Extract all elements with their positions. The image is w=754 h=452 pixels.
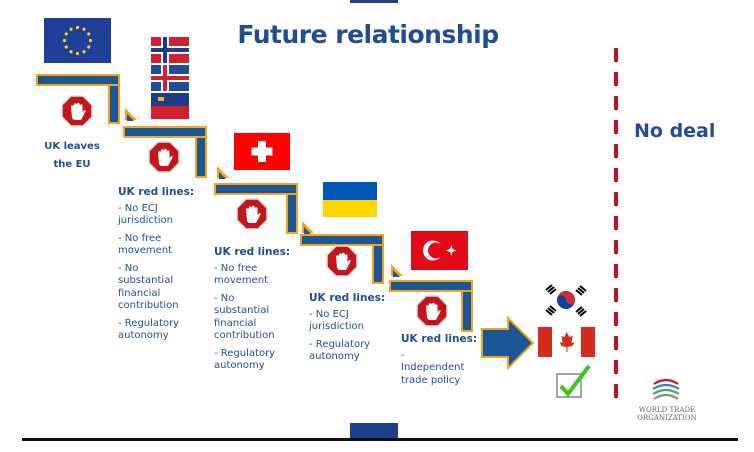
red-line-item: - No free movement (118, 232, 173, 257)
right-arrow-icon (481, 316, 535, 370)
step-1-heading: UK leaves (44, 141, 100, 152)
switzerland-flag-icon (234, 133, 290, 170)
turkey-flag-icon (411, 231, 468, 270)
canada-flag-icon (538, 327, 595, 357)
south-korea-flag-icon (545, 284, 587, 317)
step-5-red-lines: UK red lines: - Independent trade policy (401, 333, 481, 392)
step-arrow-icon (391, 264, 403, 277)
page-title: Future relationship (237, 20, 499, 49)
step-4-red-lines: UK red lines: - No ECJ jurisdiction - Re… (309, 292, 389, 369)
step-bar-1 (36, 74, 120, 86)
step-arrow-icon (217, 166, 229, 179)
footer-line (22, 438, 738, 441)
red-line-item: - No ECJ jurisdiction (118, 202, 173, 227)
step-bar-2 (123, 126, 207, 138)
step-bar-3-vertical (286, 195, 298, 234)
stop-hand-icon (416, 295, 448, 327)
step-bar-5-vertical (461, 292, 473, 332)
wto-line-1: World Trade (638, 406, 696, 414)
stop-hand-icon (326, 245, 358, 277)
step-bar-4-vertical (372, 246, 384, 284)
step-1-label: UK leaves the EU (40, 138, 104, 174)
red-line-item: - Regulatory autonomy (214, 347, 276, 372)
red-line-item: - Independent trade policy (401, 349, 465, 386)
red-line-item: - Regulatory autonomy (118, 317, 180, 342)
red-lines-heading: UK red lines: (309, 292, 386, 304)
stop-hand-icon (236, 198, 268, 230)
step-arrow-icon (302, 221, 314, 234)
red-line-item: - No free movement (214, 262, 269, 287)
stop-hand-icon (61, 95, 93, 127)
step-2-red-lines: UK red lines: - No ECJ jurisdiction - No… (118, 186, 213, 348)
step-bar-2-vertical (195, 138, 207, 178)
step-bar-3 (214, 183, 298, 195)
red-line-item: - No substantial financial contribution (214, 292, 275, 342)
wto-line-2: Organization (637, 414, 697, 422)
red-line-item: - No substantial financial contribution (118, 262, 179, 312)
red-line-item: - No ECJ jurisdiction (309, 308, 364, 333)
red-lines-heading: UK red lines: (214, 246, 291, 258)
step-bar-5 (389, 280, 473, 292)
eu-flag-icon (44, 18, 111, 63)
no-deal-divider (614, 48, 618, 400)
red-line-item: - Regulatory autonomy (309, 338, 371, 363)
wto-logo-icon (652, 378, 680, 400)
bottom-tab (350, 423, 398, 439)
stop-hand-icon (148, 141, 180, 173)
top-tab (350, 0, 398, 3)
check-icon (556, 364, 591, 398)
step-3-red-lines: UK red lines: - No free movement - No su… (214, 246, 299, 378)
wto-logo-text: World Trade Organization (632, 406, 702, 422)
red-lines-heading: UK red lines: (401, 333, 478, 345)
efta-flags-icon (151, 37, 189, 119)
step-1-heading-2: the EU (53, 159, 91, 170)
step-bar-4 (300, 234, 384, 246)
step-arrow-icon (125, 108, 137, 121)
red-lines-heading: UK red lines: (118, 186, 195, 198)
ukraine-flag-icon (323, 182, 377, 217)
no-deal-label: No deal (634, 120, 716, 142)
step-bar-1-vertical (108, 86, 120, 124)
